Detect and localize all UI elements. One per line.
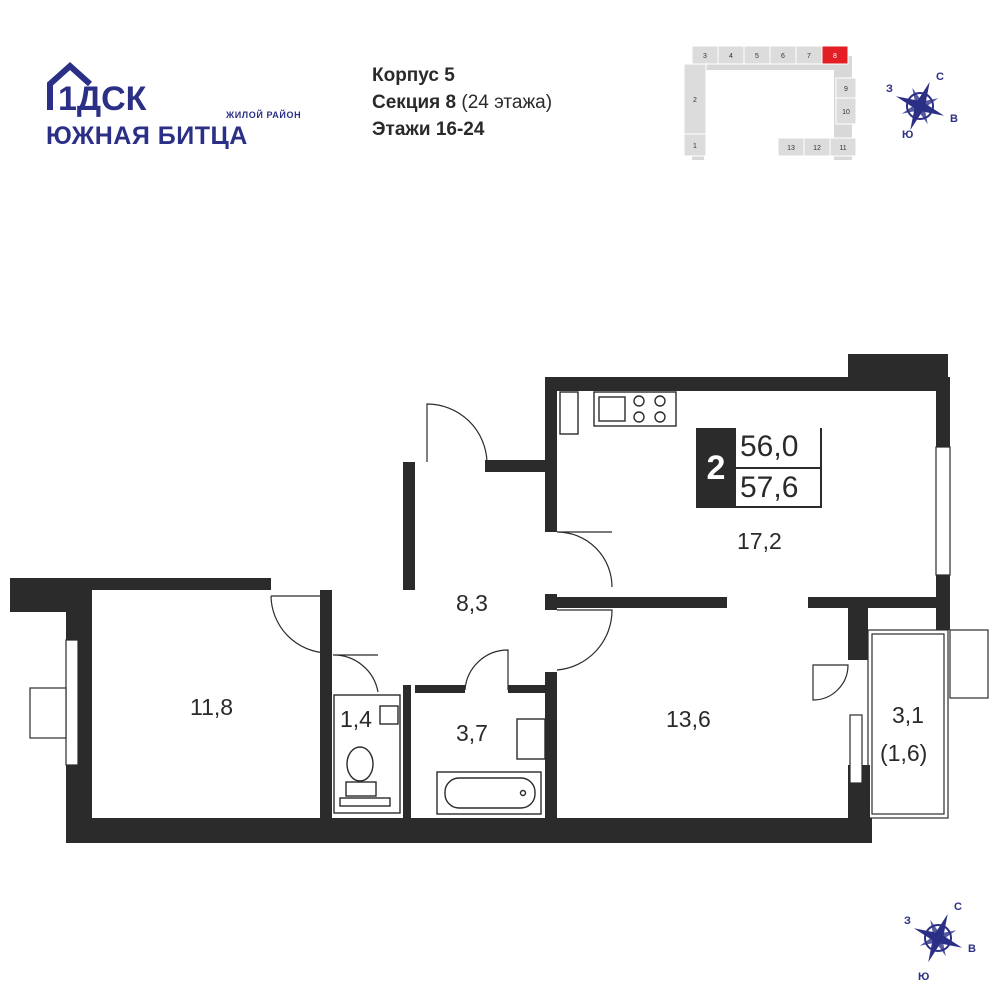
compass-east: В	[968, 943, 976, 955]
svg-text:5: 5	[755, 53, 759, 60]
svg-text:13: 13	[787, 145, 795, 152]
badge-divider	[736, 467, 822, 469]
compass-west: З	[886, 83, 893, 95]
compass-south: Ю	[902, 129, 913, 141]
brand-logo: 1ДСК	[46, 60, 286, 160]
svg-text:9: 9	[844, 86, 848, 93]
logo-subtitle: ЖИЛОЙ РАЙОН	[226, 110, 302, 120]
key-plan-section-8: 8	[821, 45, 849, 65]
room-area-bedroom-right: 13,6	[666, 706, 711, 732]
house-logo-icon: 1ДСК	[47, 61, 147, 118]
compass-east: В	[950, 113, 958, 125]
room-area-balcony-reduced: (1,6)	[880, 740, 928, 766]
section-label: Секция 8	[372, 92, 457, 113]
bathroom-fixtures	[436, 718, 546, 815]
key-plan-section-12: 12	[803, 137, 831, 157]
floors-label: Этажи 16-24	[372, 119, 485, 140]
key-plan-section-9: 9	[835, 77, 857, 99]
svg-text:1: 1	[693, 143, 697, 150]
svg-text:8: 8	[833, 53, 837, 60]
compass-north: С	[936, 72, 944, 83]
svg-text:11: 11	[839, 145, 846, 152]
walls	[10, 354, 950, 843]
section-floors: (24 этажа)	[461, 92, 553, 113]
building-label: Корпус 5	[372, 65, 455, 86]
compass-south: Ю	[918, 971, 929, 983]
balcony-outline	[867, 629, 949, 819]
key-plan-section-1: 1	[683, 133, 707, 157]
apartment-badge: 2 56,0 57,6	[696, 428, 822, 508]
badge-right-line	[820, 428, 822, 508]
badge-bottom-line	[736, 506, 822, 508]
room-area-bathroom: 3,7	[456, 720, 488, 746]
room-area-bedroom-left: 11,8	[190, 694, 234, 720]
doors	[270, 403, 849, 701]
key-plan: 3 4 5 6 7 8 2 1 9 10 13 12 11	[683, 45, 857, 160]
toilet-fixtures	[333, 694, 401, 814]
kitchen-fixtures	[559, 391, 677, 435]
key-plan-section-10: 10	[835, 97, 857, 125]
svg-text:7: 7	[807, 53, 811, 60]
room-area-hall: 8,3	[456, 590, 488, 616]
compass-north: С	[954, 901, 962, 913]
room-area-living-kitchen: 17,2	[737, 528, 782, 554]
key-plan-section-5: 5	[743, 45, 771, 65]
svg-text:12: 12	[813, 145, 821, 152]
room-area-toilet: 1,4	[340, 706, 372, 732]
building-info: Корпус 5 Секция 8 (24 этажа) Этажи 16-24	[372, 62, 552, 143]
compass-icon-bottom: С В Ю З	[904, 901, 976, 983]
area-total: 56,0	[740, 430, 799, 463]
svg-text:2: 2	[693, 97, 697, 104]
svg-text:3: 3	[703, 53, 707, 60]
windows	[29, 446, 989, 784]
room-area-balcony: 3,1	[892, 702, 924, 728]
area-with-balcony: 57,6	[740, 471, 799, 504]
rooms-count: 2	[696, 428, 736, 508]
key-plan-section-11: 11	[829, 137, 857, 157]
svg-text:10: 10	[842, 109, 850, 116]
svg-text:4: 4	[729, 53, 733, 60]
compass-west: З	[904, 915, 911, 927]
svg-text:6: 6	[781, 53, 785, 60]
logo-mark: 1ДСК	[58, 80, 147, 118]
logo-name: ЮЖНАЯ БИТЦА	[46, 122, 248, 150]
compass-icon-top: С В Ю З	[886, 72, 958, 141]
